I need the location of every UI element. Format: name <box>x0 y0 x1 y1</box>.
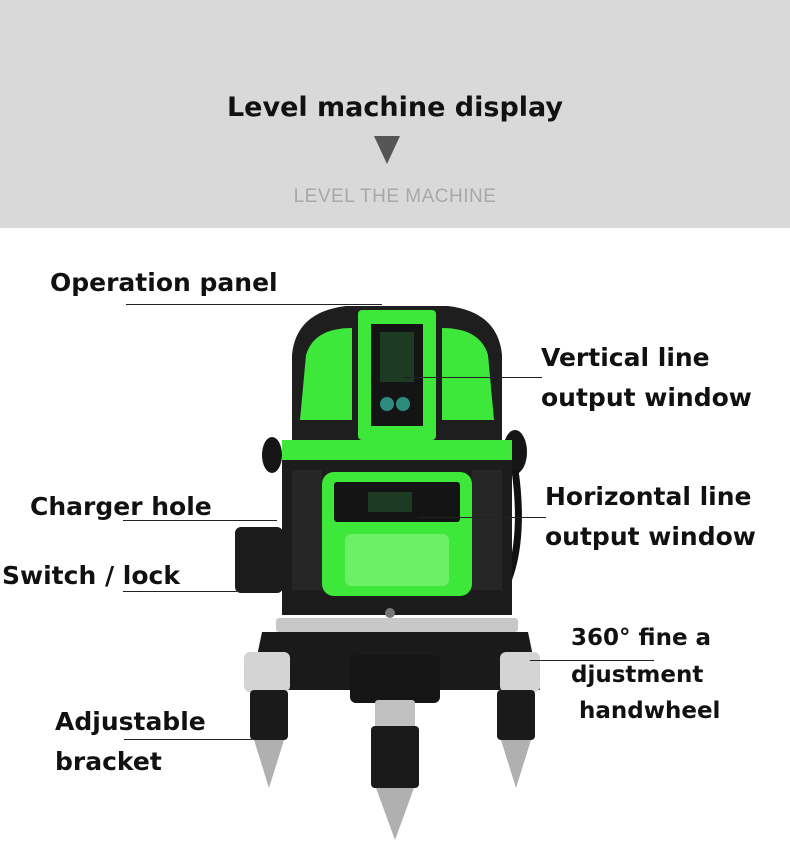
leg-tip-left <box>254 740 284 788</box>
body-rib-left <box>292 470 322 590</box>
adjustable-bracket-label-1: Adjustable <box>55 707 206 736</box>
vertical-line-label-2: output window <box>541 383 752 412</box>
operation-panel-label: Operation panel <box>50 268 278 297</box>
leg-tip-right <box>501 740 531 788</box>
charger-hole-label: Charger hole <box>30 492 212 521</box>
leg-right <box>497 690 535 740</box>
charger-hole-leader <box>123 520 277 521</box>
horizontal-window-glass <box>368 492 412 512</box>
horizontal-line-label-1: Horizontal line <box>545 482 752 511</box>
front-panel-highlight <box>345 534 449 586</box>
leg-left <box>250 690 288 740</box>
fine-adjust-label-1: 360° fine a <box>571 625 712 651</box>
vertical-line-leader <box>402 377 542 378</box>
battery-pack <box>235 527 283 593</box>
leg-front-collar <box>375 700 415 728</box>
silver-ring <box>276 618 518 632</box>
fine-adjust-label-2: djustment <box>571 662 704 688</box>
horizontal-line-label-2: output window <box>545 522 756 551</box>
fine-adjust-leader <box>530 660 654 661</box>
operation-panel-leader <box>126 304 382 305</box>
green-side-panel-right <box>442 328 494 420</box>
window-screw-left <box>380 397 394 411</box>
adjustable-bracket-label-2: bracket <box>55 747 162 776</box>
base-front-block <box>350 655 440 703</box>
body-rib-right <box>472 470 502 590</box>
fine-adjust-knob-right <box>500 652 540 692</box>
green-collar <box>282 440 512 460</box>
banner-title: Level machine display <box>226 92 564 123</box>
switch-lock-leader <box>123 591 237 592</box>
fine-adjust-label-3: handwheel <box>579 698 721 724</box>
vertical-line-label-1: Vertical line <box>541 343 710 372</box>
header-banner: Level machine display LEVEL THE MACHINE <box>0 0 790 228</box>
leg-tip-front <box>376 788 414 840</box>
front-screw <box>385 608 395 618</box>
down-arrow-icon <box>374 136 400 164</box>
vertical-window-glass <box>380 332 414 382</box>
fine-adjust-knob-left <box>244 652 290 692</box>
horizontal-line-leader <box>418 517 546 518</box>
leg-front <box>371 726 419 788</box>
window-screw-right <box>396 397 410 411</box>
green-side-panel-left <box>300 328 352 420</box>
side-knob-left <box>262 437 282 473</box>
laser-level-device-image <box>235 306 540 840</box>
switch-lock-label: Switch / lock <box>2 561 180 590</box>
adjustable-bracket-leader <box>124 739 252 740</box>
banner-subtitle: LEVEL THE MACHINE <box>293 186 497 207</box>
